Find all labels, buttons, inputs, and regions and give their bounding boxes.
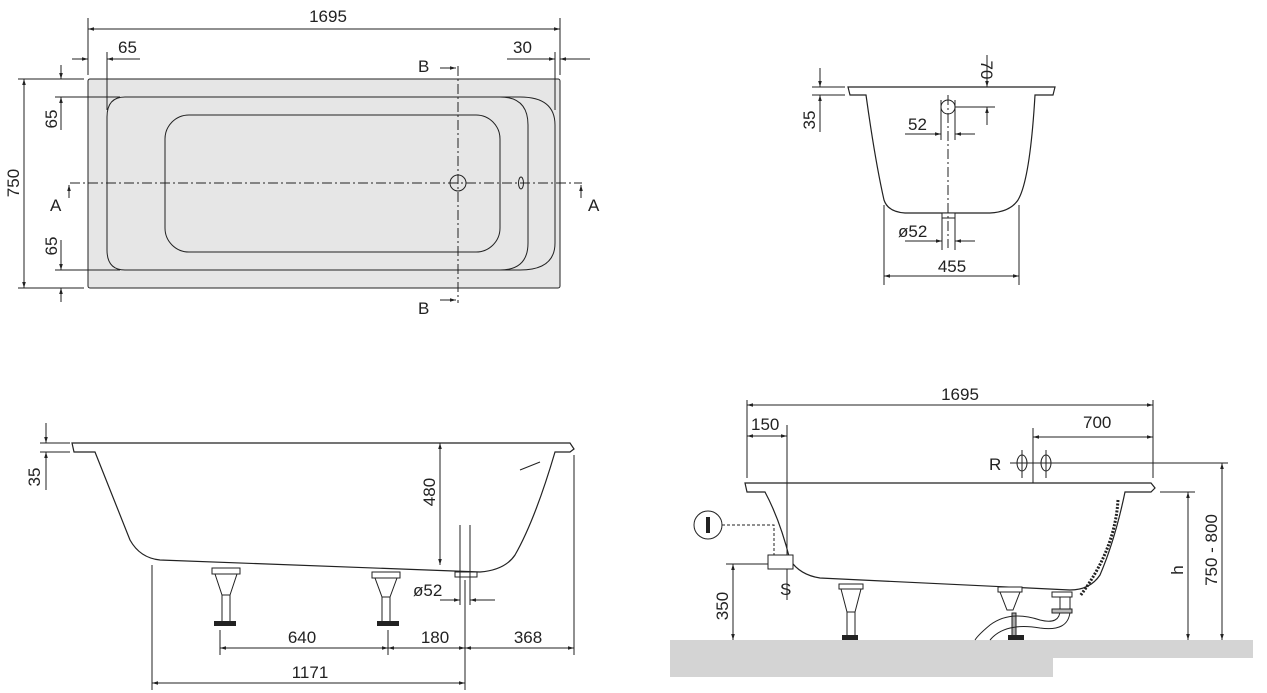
dim-drain-offset: 180 bbox=[421, 628, 449, 647]
dim-end-offset: 368 bbox=[514, 628, 542, 647]
dim-rim-height-h: h bbox=[1168, 565, 1187, 574]
siphon-pipe bbox=[974, 595, 1061, 641]
drain-icon bbox=[454, 571, 478, 578]
dim-length: 1695 bbox=[309, 7, 347, 26]
cross-section-outline bbox=[847, 86, 1056, 214]
dim-length: 1695 bbox=[941, 385, 979, 404]
dim-tap-height: 750 - 800 bbox=[1202, 514, 1221, 586]
side-view: 35 480 ø52 640 180 368 1171 bbox=[25, 423, 575, 690]
dim-rim-height: 35 bbox=[800, 111, 819, 130]
siphon-box bbox=[767, 554, 794, 570]
tap-label: R bbox=[989, 455, 1001, 474]
dim-tap-offset: 700 bbox=[1083, 413, 1111, 432]
dim-right-margin: 30 bbox=[513, 38, 532, 57]
drain-icon bbox=[449, 174, 467, 192]
inner-rim bbox=[106, 96, 556, 271]
dim-overflow-diameter: 52 bbox=[908, 115, 927, 134]
dim-width: 750 bbox=[4, 169, 23, 197]
section-label-b-top: B bbox=[418, 57, 429, 76]
dim-drain-diameter: ø52 bbox=[413, 581, 442, 600]
overflow-icon bbox=[518, 176, 524, 190]
dim-leg-span: 1171 bbox=[292, 663, 329, 682]
dim-left-margin: 65 bbox=[118, 38, 137, 57]
dim-side-margin-top: 65 bbox=[42, 110, 61, 129]
top-view: 1695 65 30 750 65 65 A A B B bbox=[4, 7, 600, 318]
dim-rim-height: 35 bbox=[25, 468, 44, 487]
dim-depth: 480 bbox=[420, 478, 439, 506]
dim-leg-spacing: 640 bbox=[288, 628, 316, 647]
dim-bottom-width: 455 bbox=[938, 257, 966, 276]
dim-overflow-offset: 150 bbox=[751, 415, 779, 434]
backrest-line bbox=[499, 96, 529, 271]
leg-2 bbox=[371, 571, 401, 626]
leg-1 bbox=[211, 567, 241, 626]
hose bbox=[1078, 499, 1120, 597]
section-label-a-right: A bbox=[588, 196, 600, 215]
dim-overflow-height: 70 bbox=[977, 61, 996, 80]
dim-drain-diameter: ø52 bbox=[898, 222, 927, 241]
installation-outline bbox=[744, 482, 1156, 591]
section-label-a-left: A bbox=[50, 196, 62, 215]
side-view-outline bbox=[71, 442, 575, 573]
cross-section-view: 35 70 52 ø52 455 bbox=[800, 55, 1056, 285]
siphon-label: S bbox=[780, 580, 791, 599]
section-label-b-bottom: B bbox=[418, 299, 429, 318]
dim-side-margin-bottom: 65 bbox=[42, 237, 61, 256]
installation-view: 1695 150 700 R S 350 h 750 - 800 bbox=[670, 385, 1253, 677]
dim-siphon-height: 350 bbox=[713, 592, 732, 620]
